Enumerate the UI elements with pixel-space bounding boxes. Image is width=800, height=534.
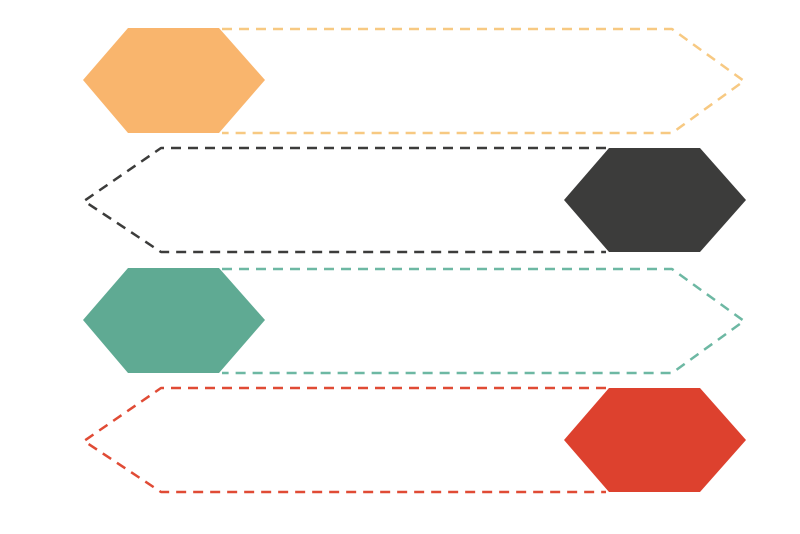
row-1-hexagon (83, 28, 265, 133)
row-3-arrow-outline (222, 267, 746, 375)
row-4 (82, 386, 746, 494)
row-3 (83, 267, 746, 375)
row-4-hexagon (564, 388, 746, 492)
row-2-hexagon (564, 148, 746, 252)
row-3-hexagon (83, 268, 265, 373)
row-1 (83, 27, 746, 135)
row-2-arrow-outline (82, 146, 606, 254)
row-4-arrow-outline (82, 386, 606, 494)
row-2 (82, 146, 746, 254)
row-1-arrow-outline (222, 27, 746, 135)
